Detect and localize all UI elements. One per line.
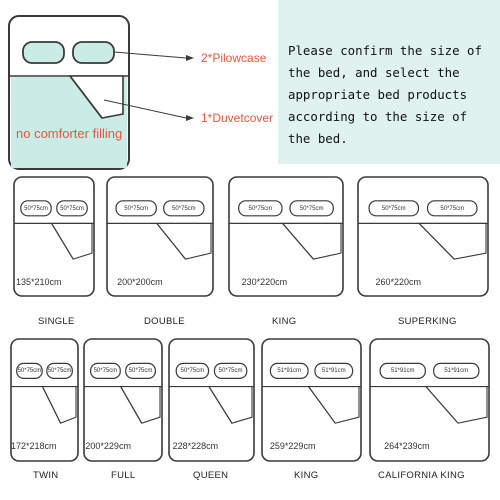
pillow <box>269 362 309 379</box>
bed-diagram <box>228 176 344 297</box>
bed-size: 200*200cm <box>117 276 163 287</box>
pillow <box>433 362 480 379</box>
bed-size: 228*228cm <box>172 441 219 452</box>
pillow <box>16 362 43 379</box>
top-bed-drawing <box>8 0 500 170</box>
pillow <box>379 362 426 379</box>
pillow-size: 50*75cm <box>124 205 148 212</box>
bed-size: 260*220cm <box>375 276 422 287</box>
fold-line <box>418 223 455 260</box>
fold-line <box>156 223 186 260</box>
fold-line <box>51 223 74 260</box>
bed-size: 230*220cm <box>241 276 288 287</box>
pillow-size: 50*75cm <box>60 205 84 212</box>
pillow <box>289 200 334 217</box>
pillow-size: 50*75cm <box>128 368 153 375</box>
fold-line <box>41 386 62 424</box>
bed-name: TWIN <box>33 470 59 481</box>
pillow-size: 50*75cm <box>248 205 273 212</box>
pillow <box>90 362 121 379</box>
bed-size: 135*210cm <box>16 276 62 287</box>
note-panel <box>278 0 500 164</box>
pillow <box>213 362 248 379</box>
pillow-size: 50*75cm <box>24 205 48 212</box>
fold-line <box>120 386 143 424</box>
pillow-size: 51*91cm <box>444 368 469 375</box>
pillow <box>163 200 205 217</box>
bed-size: 200*229cm <box>85 441 131 452</box>
bed-diagram <box>10 338 79 462</box>
pillow-size: 50*75cm <box>299 205 324 212</box>
bed-diagram <box>83 338 163 462</box>
bed-name: FULL <box>111 470 136 481</box>
fold-line <box>308 386 336 424</box>
pillow-left <box>22 41 65 64</box>
pillow-size: 50*75cm <box>47 368 72 375</box>
bed-name: QUEEN <box>193 470 229 481</box>
bed-diagram <box>106 176 214 297</box>
pillow-size: 50*75cm <box>17 368 42 375</box>
pillow <box>125 362 156 379</box>
pillow-size: 50*75cm <box>381 205 406 212</box>
duvet-pointer <box>103 99 187 119</box>
fold-line <box>208 386 233 424</box>
pillow <box>426 200 478 217</box>
bed-name: KING <box>294 470 319 481</box>
bed-name: CALIFORNIA KING <box>378 470 465 481</box>
pillow <box>238 200 283 217</box>
pillowcase-label: 2*Pilowcase <box>201 51 267 65</box>
pillow-size: 50*75cm <box>93 368 118 375</box>
bed-name: KING <box>272 316 297 327</box>
bed-size: 264*239cm <box>384 441 430 452</box>
pillow <box>175 362 210 379</box>
pillow <box>56 200 88 217</box>
pillow-size: 51*91cm <box>321 368 346 375</box>
fold-line <box>282 223 314 260</box>
pillow <box>115 200 157 217</box>
pillow <box>46 362 73 379</box>
fold-line <box>425 386 459 424</box>
filling-note: no comforter filling <box>16 126 123 141</box>
pillow <box>368 200 420 217</box>
bed-name: SUPERKING <box>398 316 457 327</box>
duvetcover-label: 1*Duvetcover <box>201 111 274 125</box>
bed-diagram <box>13 176 95 297</box>
bed-diagram <box>168 338 255 462</box>
pillow-size: 50*75cm <box>171 205 196 212</box>
confirm-note: Please confirm the size of the bed, and … <box>288 43 482 146</box>
bed-diagram <box>357 176 489 297</box>
bed-diagram <box>261 338 362 462</box>
bed-diagram <box>369 338 490 462</box>
pillow-size: 51*91cm <box>277 368 302 375</box>
pillow-size: 50*75cm <box>440 205 465 212</box>
pillow <box>314 362 354 379</box>
bed-name: DOUBLE <box>144 316 185 327</box>
pillow-right <box>72 41 115 64</box>
bed-size: 259*229cm <box>269 441 316 452</box>
top-bed-diagram: 2*Pilowcase 1*Duvetcover no comforter fi… <box>0 0 500 170</box>
bed-size: 172*218cm <box>11 441 57 452</box>
pillow-size: 51*91cm <box>390 368 415 375</box>
bed-name: SINGLE <box>38 316 75 327</box>
pillow-size: 50*75cm <box>218 368 243 375</box>
pillow-size: 50*75cm <box>180 368 205 375</box>
pillowcase-pointer <box>113 51 187 59</box>
pillow <box>20 200 52 217</box>
